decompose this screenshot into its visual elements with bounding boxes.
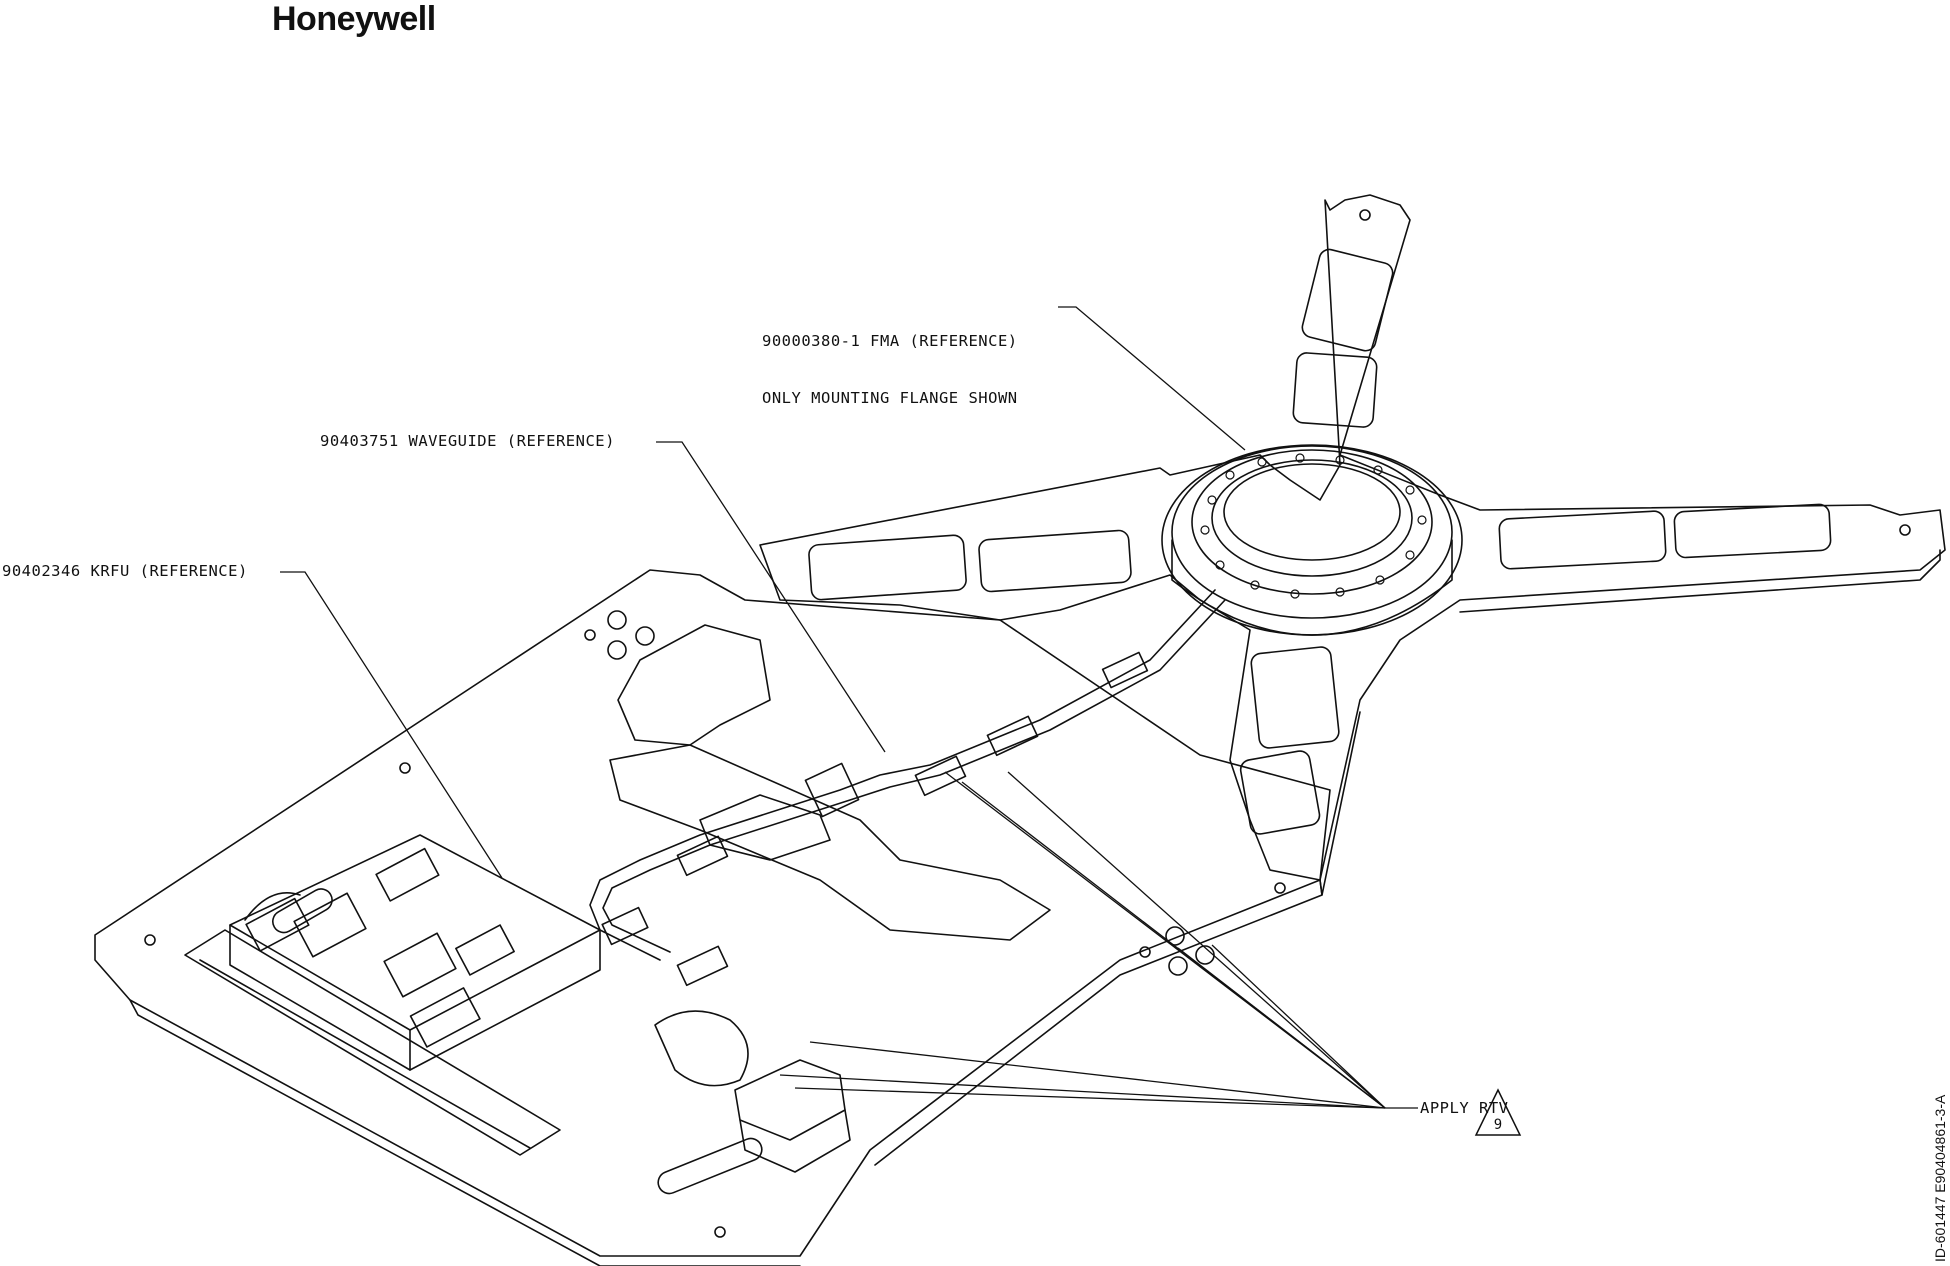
- frame-pocket: [1250, 646, 1339, 749]
- plate-hole: [715, 1227, 725, 1237]
- frame-pocket: [1499, 511, 1666, 570]
- waveguide-clamp: [1103, 652, 1148, 687]
- rf-bracket-slot: [655, 1135, 765, 1197]
- plate-bolt: [608, 611, 626, 629]
- fma-leader: [1058, 307, 1245, 450]
- krfu-label: [294, 893, 366, 956]
- plate-bolt: [1169, 957, 1187, 975]
- rtv-leader-5: [1178, 948, 1385, 1108]
- fma-callout-line1: 90000380-1 FMA (REFERENCE): [762, 332, 1018, 351]
- plate-hole: [1275, 883, 1285, 893]
- base-plate-edge-right: [875, 880, 1322, 1165]
- frame-hole: [1900, 525, 1910, 535]
- plate-hole: [400, 763, 410, 773]
- waveguide-clamp: [987, 716, 1037, 755]
- krfu-base-rail: [200, 960, 530, 1148]
- krfu-connector: [655, 1011, 748, 1086]
- krfu-base: [185, 930, 560, 1155]
- krfu-label: [384, 933, 456, 996]
- waveguide-clamp: [915, 756, 965, 795]
- waveguide-clamp: [805, 763, 858, 816]
- krfu-label: [456, 925, 514, 975]
- krfu-front: [410, 930, 600, 1070]
- flange-bore: [1224, 464, 1400, 560]
- krfu-handle: [245, 893, 300, 920]
- rf-bracket: [735, 1060, 845, 1140]
- plate-hole: [585, 630, 595, 640]
- krfu-callout: 90402346 KRFU (REFERENCE): [2, 562, 248, 581]
- plate-bolt: [1196, 946, 1214, 964]
- note-number: 9: [1494, 1117, 1502, 1133]
- support-frame-edge-lower: [1320, 712, 1360, 895]
- figure-id: ID-601447 E90404861-3-A: [1932, 1095, 1948, 1262]
- rtv-leader-4: [1212, 945, 1385, 1108]
- waveguide-run-2: [603, 600, 1225, 952]
- krfu-panel: [376, 849, 439, 901]
- rtv-leader-3: [1008, 772, 1385, 1108]
- plate-bolt: [636, 627, 654, 645]
- waveguide-clamp: [677, 946, 727, 985]
- plate-bolt: [608, 641, 626, 659]
- plate-cutout-lower: [610, 745, 1050, 940]
- frame-pocket: [978, 530, 1131, 592]
- base-plate-edge: [130, 1000, 800, 1266]
- plate-hole: [145, 935, 155, 945]
- krfu-leader: [280, 572, 502, 878]
- flange-inner-ring: [1212, 460, 1412, 576]
- fma-callout-line2: ONLY MOUNTING FLANGE SHOWN: [762, 389, 1018, 408]
- frame-pocket: [808, 535, 966, 601]
- fma-callout: 90000380-1 FMA (REFERENCE) ONLY MOUNTING…: [762, 294, 1018, 446]
- support-frame-edge: [1460, 550, 1940, 612]
- waveguide-callout: 90403751 WAVEGUIDE (REFERENCE): [320, 432, 615, 451]
- plate-cutout-upper: [618, 625, 770, 745]
- rtv-leader-8: [780, 1075, 1385, 1108]
- frame-pocket: [1300, 247, 1395, 352]
- frame-pocket: [1674, 504, 1831, 558]
- flange-outer-ring: [1162, 445, 1462, 635]
- flange-body: [1172, 540, 1452, 635]
- rtv-callout: APPLY RTV: [1420, 1099, 1509, 1118]
- frame-hole: [1360, 210, 1370, 220]
